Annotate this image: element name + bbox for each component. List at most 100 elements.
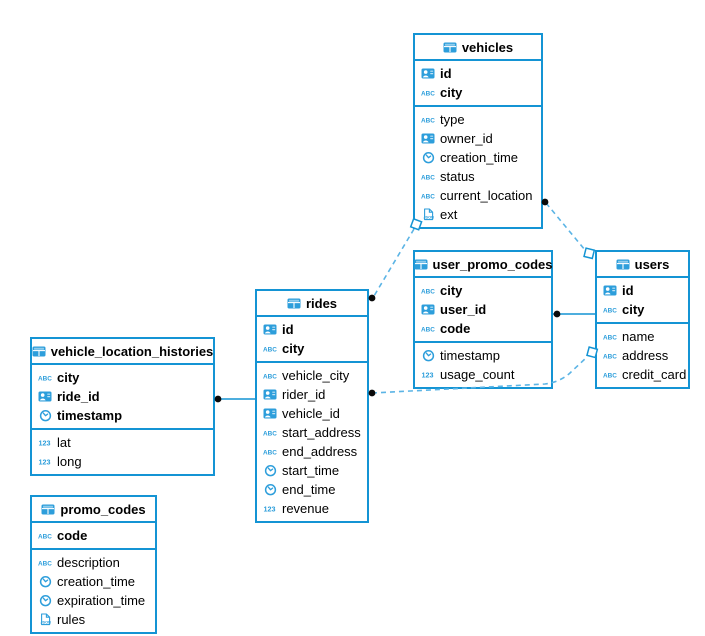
column-expiration_time[interactable]: expiration_time	[32, 591, 155, 610]
column-ride_id[interactable]: ride_id	[32, 387, 213, 406]
svg-text:123: 123	[264, 505, 276, 514]
column-start_time[interactable]: start_time	[257, 461, 367, 480]
table-header-promo_codes[interactable]: promo_codes	[32, 497, 155, 523]
column-user_id[interactable]: user_id	[415, 300, 551, 319]
table-icon	[616, 259, 630, 270]
column-label: ext	[440, 207, 458, 222]
column-creation_time[interactable]: creation_time	[415, 148, 541, 167]
svg-text:123: 123	[39, 458, 51, 467]
text-type-icon: ABC	[421, 323, 435, 334]
column-ext[interactable]: JSON ext	[415, 205, 541, 224]
relation-dot	[368, 389, 376, 397]
table-header-user_promo_codes[interactable]: user_promo_codes	[414, 252, 553, 278]
column-id[interactable]: id	[257, 320, 367, 339]
column-label: type	[440, 112, 465, 127]
column-label: id	[440, 66, 452, 81]
text-type-icon: ABC	[421, 171, 435, 182]
table-icon	[41, 504, 55, 515]
svg-text:ABC: ABC	[603, 353, 617, 360]
text-type-icon: ABC	[38, 557, 52, 568]
numeric-type-icon: 123	[421, 369, 435, 380]
column-end_time[interactable]: end_time	[257, 480, 367, 499]
column-label: end_time	[282, 482, 336, 497]
column-label: city	[622, 302, 645, 317]
text-type-icon: ABC	[603, 350, 617, 361]
column-city[interactable]: ABC city	[415, 83, 541, 102]
text-type-icon: ABC	[38, 530, 52, 541]
column-timestamp[interactable]: timestamp	[32, 406, 213, 425]
svg-text:ABC: ABC	[421, 90, 435, 97]
table-title: users	[634, 256, 670, 272]
column-description[interactable]: ABC description	[32, 553, 155, 572]
column-timestamp[interactable]: timestamp	[415, 346, 551, 365]
table-title: vehicle_location_histories	[50, 343, 214, 359]
id-badge-icon	[263, 324, 277, 335]
column-label: rules	[57, 612, 86, 627]
table-title: user_promo_codes	[432, 256, 553, 272]
table-icon	[287, 298, 301, 309]
timestamp-type-icon	[38, 409, 52, 422]
column-label: city	[440, 85, 463, 100]
column-rider_id[interactable]: rider_id	[257, 385, 367, 404]
svg-text:ABC: ABC	[38, 560, 52, 567]
column-id[interactable]: id	[597, 281, 688, 300]
column-vehicle_id[interactable]: vehicle_id	[257, 404, 367, 423]
timestamp-type-icon	[421, 151, 435, 164]
column-label: code	[440, 321, 471, 336]
column-code[interactable]: ABC code	[415, 319, 551, 338]
column-label: lat	[57, 435, 71, 450]
svg-text:ABC: ABC	[421, 193, 435, 200]
table-header-vehicles[interactable]: vehicles	[415, 35, 541, 61]
json-type-icon: JSON	[421, 208, 435, 221]
column-label: user_id	[440, 302, 487, 317]
table-title: vehicles	[461, 39, 514, 55]
column-label: description	[57, 555, 120, 570]
table-header-users[interactable]: users	[597, 252, 688, 278]
column-label: start_time	[282, 463, 340, 478]
column-owner_id[interactable]: owner_id	[415, 129, 541, 148]
relation-dot	[553, 310, 561, 318]
text-type-icon: ABC	[263, 343, 277, 354]
column-label: owner_id	[440, 131, 493, 146]
column-id[interactable]: id	[415, 64, 541, 83]
column-creation_time[interactable]: creation_time	[32, 572, 155, 591]
table-header-rides[interactable]: rides	[257, 291, 367, 317]
id-badge-icon	[263, 389, 277, 400]
relation-vehicle_location_histories-rides[interactable]	[214, 395, 256, 403]
svg-text:ABC: ABC	[263, 346, 277, 353]
text-type-icon: ABC	[263, 370, 277, 381]
table-header-vehicle_location_histories[interactable]: vehicle_location_histories	[32, 339, 213, 365]
relation-user_promo_codes-users[interactable]	[553, 310, 596, 318]
column-label: creation_time	[440, 150, 519, 165]
